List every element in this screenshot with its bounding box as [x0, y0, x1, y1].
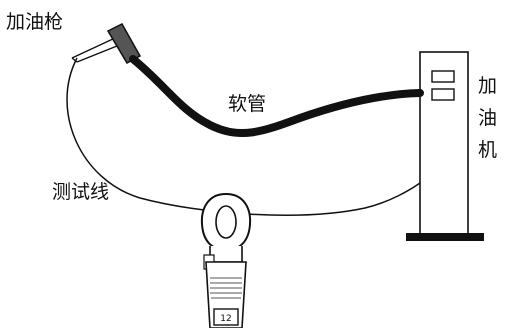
dispenser-display-bottom — [431, 88, 455, 101]
clamp-meter: 12 — [200, 192, 252, 329]
nozzle-spout — [71, 37, 118, 63]
fuel-nozzle — [71, 23, 142, 65]
clamp-neck — [209, 246, 243, 263]
meter-screen — [213, 308, 239, 326]
clamp-jaw-opening — [215, 205, 237, 239]
test-wire — [66, 57, 421, 216]
dispenser-label-3: 机 — [478, 139, 497, 161]
hose — [129, 55, 424, 138]
nozzle-handle — [106, 23, 142, 65]
nozzle-label: 加油枪 — [6, 11, 63, 33]
hose-label: 软管 — [228, 93, 266, 115]
fuel-dispenser — [406, 51, 484, 241]
dispenser-label-2: 油 — [478, 107, 497, 129]
dispenser-base — [406, 233, 484, 241]
dispenser-label-1: 加 — [478, 75, 497, 97]
meter-grip — [210, 277, 242, 299]
dispenser-display-top — [431, 70, 455, 83]
test-wire-label: 测试线 — [52, 181, 109, 203]
meter-display-value: 12 — [220, 314, 231, 324]
